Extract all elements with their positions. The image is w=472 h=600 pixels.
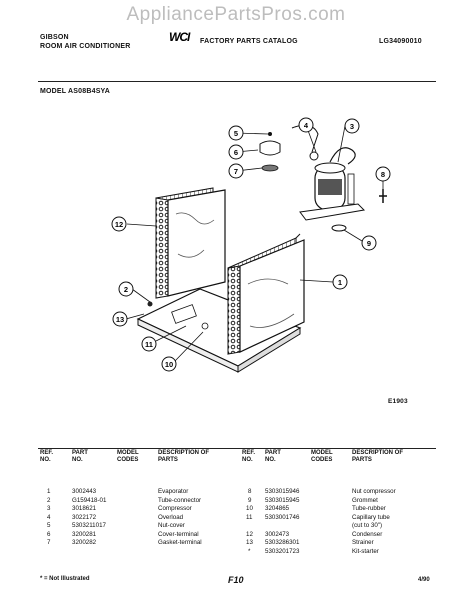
figure-code: E1903 — [388, 398, 408, 405]
svg-text:11: 11 — [145, 340, 153, 349]
leader-lines — [125, 124, 384, 362]
watermark: AppliancePartsPros.com — [126, 4, 346, 25]
model-line: MODEL AS08B4SYA — [40, 88, 111, 95]
callout-11: 11 — [141, 336, 157, 352]
table-row: (cut to 30") — [352, 522, 383, 529]
logo-text: WCI — [169, 30, 191, 43]
svg-text:8: 8 — [381, 170, 385, 179]
table-row: 5 5303211017 Nut-cover — [47, 522, 185, 529]
wci-logo: WCI — [168, 30, 196, 44]
svg-text:1: 1 — [338, 278, 342, 287]
catalog-number: LG34090010 — [379, 38, 422, 45]
header-model: MODEL CODES — [117, 450, 139, 463]
table-row: 3 3018621 Compressor — [47, 505, 192, 512]
callout-5: 5 — [228, 125, 244, 141]
parts-table-left: 1 3002443 Evaporator 2 G159418-01 Tube-c… — [40, 488, 235, 548]
table-row: * 5303201723 Kit-starter — [248, 547, 379, 555]
svg-text:6: 6 — [234, 148, 238, 157]
header-part-right: PART NO. — [265, 450, 281, 463]
svg-text:13: 13 — [116, 315, 124, 324]
callout-9: 9 — [361, 235, 377, 251]
svg-text:2: 2 — [124, 285, 128, 294]
callout-2: 2 — [118, 281, 134, 297]
table-row: 9 5303015945 Grommet — [248, 496, 378, 504]
catalog-title: FACTORY PARTS CATALOG — [200, 38, 298, 45]
footer-date: 4/90 — [418, 577, 430, 583]
table-rule — [38, 448, 436, 449]
callout-8: 8 — [375, 166, 391, 182]
table-row: 12 3002473 Condenser — [246, 530, 383, 538]
svg-text:3: 3 — [350, 122, 354, 131]
table-row: 2 G159418-01 Tube-connector — [47, 496, 202, 504]
brand-name: GIBSON — [40, 34, 69, 41]
header-ref-right: REF. NO. — [242, 450, 256, 463]
product-name: ROOM AIR CONDITIONER — [40, 43, 131, 50]
page-number: F10 — [228, 575, 244, 585]
header-desc: DESCRIPTION OF PARTS — [158, 450, 210, 463]
parts-diagram: 1 2 3 4 5 6 7 8 9 10 11 12 13 — [111, 117, 391, 373]
table-row: 1 3002443 Evaporator — [47, 488, 189, 495]
table-row: 6 3200281 Cover-terminal — [47, 530, 199, 538]
table-row: 8 5303015946 Nut compressor — [248, 488, 396, 495]
header-rule — [38, 81, 436, 82]
compressor — [299, 147, 366, 221]
svg-text:9: 9 — [367, 239, 371, 248]
header-part: PART NO. — [72, 450, 88, 463]
parts-table-right: 8 5303015946 Nut compressor 9 5303015945… — [242, 488, 437, 556]
callout-markers: 1 2 3 4 5 6 7 8 9 10 11 12 13 — [111, 117, 391, 372]
terminal-parts — [259, 124, 387, 232]
callout-10: 10 — [161, 356, 177, 372]
table-row: 10 3204865 Tube-rubber — [246, 505, 386, 512]
callout-7: 7 — [228, 163, 244, 179]
header-desc-right: DESCRIPTION OF PARTS — [352, 450, 404, 463]
callout-4: 4 — [298, 117, 314, 133]
callout-13: 13 — [112, 311, 128, 327]
svg-text:7: 7 — [234, 167, 238, 176]
svg-text:5: 5 — [234, 129, 238, 138]
table-row: 4 3022172 Overload — [47, 513, 184, 521]
header-ref: REF. NO. — [40, 450, 54, 463]
svg-text:10: 10 — [165, 360, 173, 369]
svg-text:4: 4 — [304, 121, 309, 130]
callout-1: 1 — [332, 274, 348, 290]
evaporator-coil — [155, 187, 226, 299]
table-row: 7 3200282 Gasket-terminal — [47, 539, 202, 546]
header-model-right: MODEL CODES — [311, 450, 333, 463]
base-pan — [136, 288, 302, 373]
svg-text:12: 12 — [115, 220, 123, 229]
callout-6: 6 — [228, 144, 244, 160]
footer-note: * = Not Illustrated — [40, 576, 90, 582]
callout-3: 3 — [344, 118, 360, 134]
condenser-coil — [227, 233, 305, 355]
table-row: 11 5303001746 Capillary tube — [246, 513, 390, 521]
callout-12: 12 — [111, 216, 127, 232]
table-row: 13 5303286301 Strainer — [246, 539, 374, 546]
